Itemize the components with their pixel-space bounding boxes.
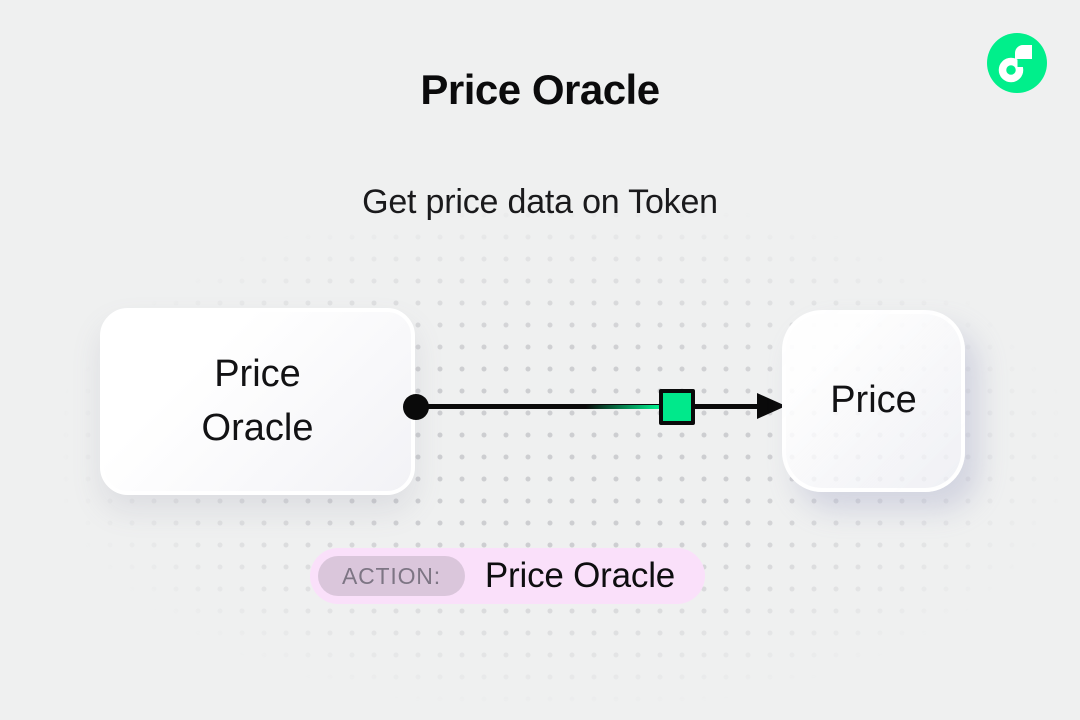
page-title: Price Oracle bbox=[420, 66, 660, 113]
edge-marker-green-square[interactable] bbox=[659, 389, 695, 425]
edge-start-dot bbox=[403, 394, 429, 420]
node-price[interactable]: Price bbox=[782, 310, 965, 492]
action-label-pill: ACTION: bbox=[318, 556, 465, 596]
action-label: ACTION: bbox=[342, 562, 441, 589]
edge-arrowhead-icon bbox=[757, 393, 786, 419]
action-value: Price Oracle bbox=[484, 556, 676, 595]
action-badge: ACTION: Price Oracle bbox=[310, 548, 706, 604]
node-price-oracle-label: Price Oracle bbox=[201, 353, 314, 449]
flow-logo-icon bbox=[987, 33, 1047, 93]
edge-green-gradient bbox=[586, 404, 660, 409]
node-price-label: Price bbox=[830, 379, 917, 422]
node-price-oracle[interactable]: Price Oracle bbox=[100, 308, 415, 495]
page-subtitle: Get price data on Token bbox=[362, 183, 718, 221]
